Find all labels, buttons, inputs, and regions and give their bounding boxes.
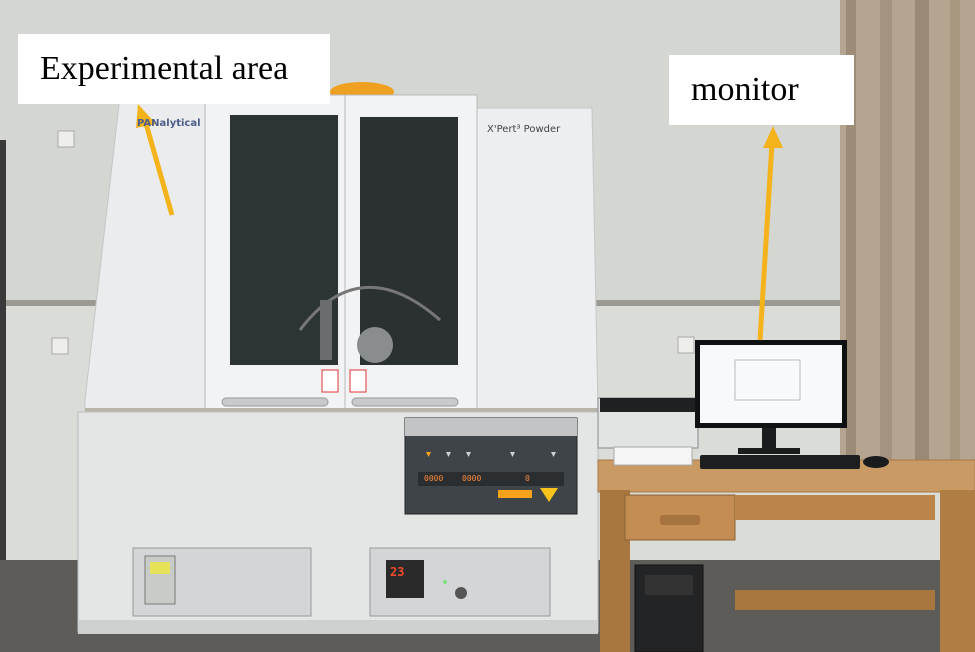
keyboard xyxy=(700,455,860,469)
experimental-area-label: Experimental area xyxy=(18,34,330,104)
wall-outlet xyxy=(57,130,75,148)
instrument-model: X'Pert³ Powder xyxy=(487,124,561,135)
printer xyxy=(597,397,699,466)
experimental-area-label-text: Experimental area xyxy=(40,50,289,87)
wall-outlet xyxy=(677,336,695,354)
xrd-instrument xyxy=(77,94,599,634)
panel-readout-left: 0000 xyxy=(424,474,444,483)
arrow-to-experimental-area xyxy=(136,104,175,216)
monitor-label-text: monitor xyxy=(691,71,799,108)
monitor-label: monitor xyxy=(669,55,854,125)
curtain xyxy=(840,0,975,470)
temperature-display: 23 xyxy=(390,565,405,579)
mouse xyxy=(863,456,889,468)
wall-outlet xyxy=(51,337,69,355)
panel-readout-right: 0 xyxy=(525,474,530,483)
instrument-brand: PANalytical xyxy=(137,118,201,129)
panel-readout-mid: 0000 xyxy=(462,474,482,483)
arrow-to-monitor xyxy=(757,126,783,341)
monitor xyxy=(695,340,847,454)
